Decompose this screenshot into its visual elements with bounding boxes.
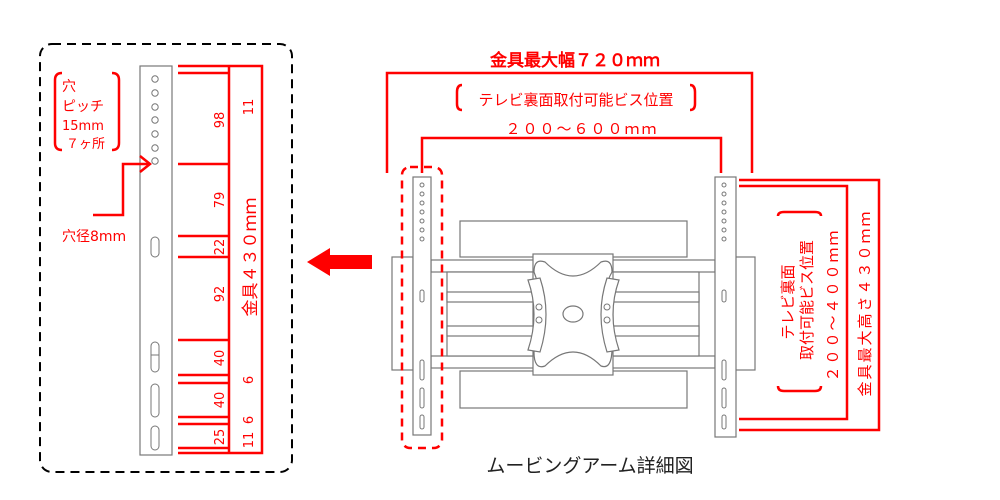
detail-highlight-box [400,165,444,450]
screw-range-label: テレビ裏面取付可能ビス位置 [478,91,673,109]
hole-diameter-arrow: 穴径8mm [62,155,153,245]
hole-diameter-label: 穴径8mm [62,229,126,245]
dim-98: 98 [213,112,228,129]
dim-79: 79 [213,192,228,209]
max-width-label: 金具最大幅７２０ｍｍ [489,50,660,71]
detail-panel-border [39,43,293,473]
pitch-label-3: 15mm [62,119,104,134]
left-arrow-icon [307,248,372,276]
dim-92: 92 [213,286,228,303]
detail-height-label: 金具４３０ｍｍ [241,198,261,317]
screw-holes [151,75,159,165]
mount-drawing [391,176,756,438]
pitch-annotation: 穴 ピッチ 15mm ７ヶ所 [53,71,121,152]
main-dimensions: 金具最大幅７２０ｍｍ テレビ裏面取付可能ビス位置 ２００～６００ｍｍ テレビ裏面… [385,50,881,432]
dim-11-bottom: 11 [242,432,257,449]
v-label-1: テレビ裏面 [779,264,797,339]
screw-range-h: ２００～６００ｍｍ [505,120,658,138]
dim-40b: 40 [213,392,228,409]
pitch-label-4: ７ヶ所 [66,137,105,152]
v-label-2: 取付可能ビス位置 [798,240,816,360]
pitch-label-2: ピッチ [62,99,104,115]
dim-6b: 6 [242,416,257,424]
detail-dimensions: 98 79 22 92 40 40 25 11 6 6 11 金具４３０ｍｍ [178,64,264,455]
dim-11-top: 11 [242,99,257,116]
dim-22: 22 [213,239,228,256]
dim-40a: 40 [213,350,228,367]
pitch-label-1: 穴 [62,79,76,95]
screw-range-v: ２００～４００ｍｍ [824,228,842,381]
dim-6a: 6 [242,376,257,384]
max-height-label: 金具最大高さ４３０ｍｍ [856,209,874,396]
diagram-caption: ムービングアーム詳細図 [486,455,693,477]
dim-25: 25 [213,429,228,446]
bracket-plate-detail [139,65,173,456]
